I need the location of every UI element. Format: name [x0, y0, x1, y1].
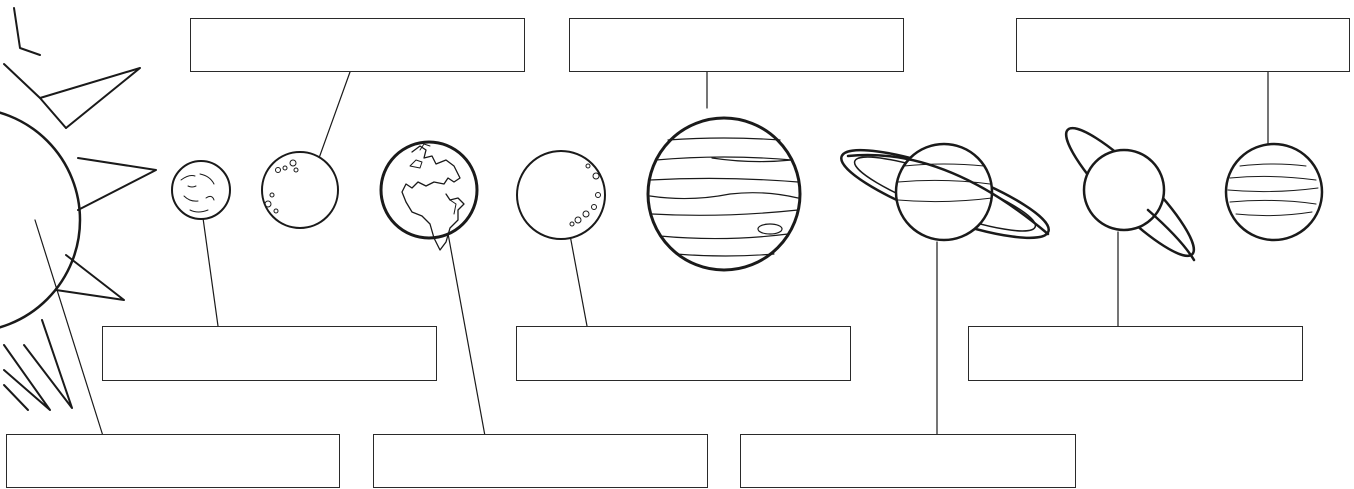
label-box-planet-7[interactable] — [968, 326, 1303, 381]
ringed-planet-icon — [833, 134, 1056, 254]
banded-gas-giant-icon — [648, 118, 800, 270]
earth-globe-icon — [381, 142, 477, 250]
label-box-planet-5[interactable] — [569, 18, 904, 72]
label-box-planet-3[interactable] — [373, 434, 708, 488]
connector-planet-4 — [570, 235, 587, 326]
cratered-planet-icon — [517, 151, 605, 239]
label-box-planet-4[interactable] — [516, 326, 851, 381]
banded-planet-icon — [1226, 144, 1322, 240]
label-box-planet-8[interactable] — [1016, 18, 1350, 72]
label-box-planet-2[interactable] — [190, 18, 525, 72]
small-cratered-planet-icon — [172, 161, 230, 219]
connector-planet-1 — [203, 218, 218, 326]
tilted-ring-planet-icon — [1054, 116, 1207, 269]
label-box-planet-1[interactable] — [102, 326, 437, 381]
label-box-planet-6[interactable] — [740, 434, 1076, 488]
connector-planet-3 — [447, 228, 485, 436]
cratered-planet-icon — [262, 152, 338, 228]
label-box-sun[interactable] — [6, 434, 340, 488]
connector-lines — [35, 72, 1268, 436]
